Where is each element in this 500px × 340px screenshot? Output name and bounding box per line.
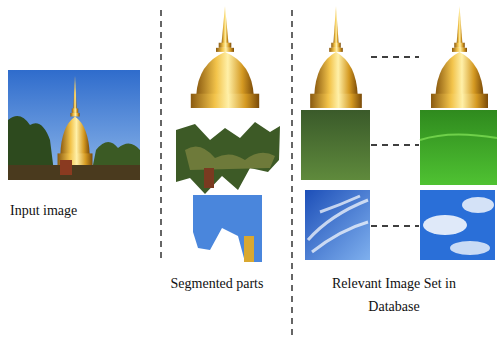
caption-label: Input image [10,199,130,222]
caption-label: Segmented parts [142,272,292,295]
db-sky-b [420,190,495,260]
db-grass-a [301,110,370,180]
db-sky-a [305,190,370,260]
db-pagoda-b [431,6,488,108]
segment-sky [193,195,262,262]
db-pagoda-a [310,6,362,108]
segment-pagoda [191,6,259,108]
segment-trees [176,122,280,194]
match-link [371,57,419,226]
dashed-divider [160,10,161,258]
db-grass-b [420,110,497,185]
input-photo [8,70,140,180]
caption-label: Relevant Image Set in Database [308,272,480,318]
dashed-divider [291,10,292,340]
